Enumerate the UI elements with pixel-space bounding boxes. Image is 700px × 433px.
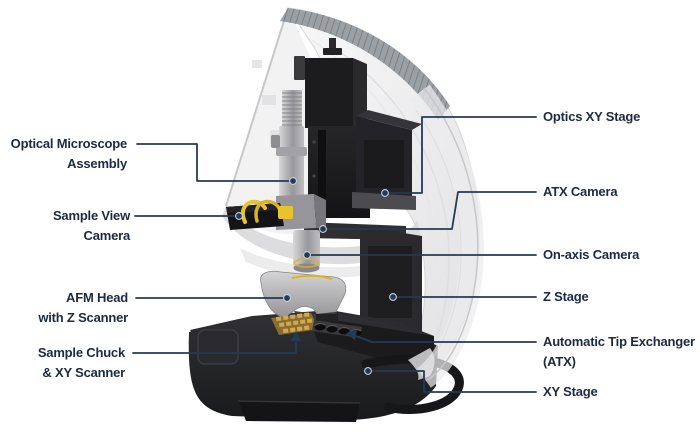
base-plinth	[238, 400, 360, 422]
yellow-connector	[278, 206, 293, 219]
base-plinth-edge	[237, 400, 361, 404]
optical-microscope	[271, 90, 326, 230]
base-part	[188, 310, 438, 422]
on-axis-camera-ring	[293, 258, 320, 268]
cover-right-striation	[415, 109, 462, 373]
afm-probe	[316, 314, 338, 322]
dot-z-stage	[389, 293, 397, 301]
optics-under-shelf	[352, 192, 416, 210]
label-afm-head-with-z-scanner: AFM Head with Z Scanner	[38, 290, 128, 325]
dot-on-axis-camera	[303, 251, 311, 259]
dot-afm-head	[283, 294, 291, 302]
dot-sample-view-camera	[235, 212, 243, 220]
dot-optics-xy-stage	[381, 189, 389, 197]
label-atx-camera: ATX Camera	[543, 184, 618, 199]
tower-knob-cap	[323, 48, 342, 55]
tower-knob-stem	[329, 38, 336, 52]
label-automatic-tip-exchanger: Automatic Tip Exchanger (ATX)	[543, 334, 695, 369]
label-xy-stage: XY Stage	[543, 384, 598, 399]
dot-optical-microscope-assembly	[289, 177, 297, 185]
tower-top-block-side	[353, 58, 367, 130]
sample-chuck-part	[271, 312, 319, 335]
cover-ghost-details	[252, 60, 288, 144]
tower-left-nub	[294, 56, 305, 80]
afm-head-yellow-arc	[291, 274, 333, 280]
microscope-nub	[271, 135, 280, 148]
arrow-automatic-tip-exchanger	[346, 330, 357, 340]
leader-optical-microscope-assembly	[136, 143, 291, 182]
z-stage-panel	[368, 246, 412, 318]
cover-right-outer-edge	[423, 87, 479, 382]
sample-view-camera-top	[226, 203, 282, 213]
leader-atx-camera	[325, 191, 537, 230]
sample-view-camera-part	[226, 199, 293, 230]
arrow-sample-chuck	[291, 331, 301, 341]
cover-bottom-tip	[408, 348, 435, 380]
optics-tower	[294, 38, 422, 240]
chuck-pads	[275, 312, 313, 333]
label-optics-xy-stage: Optics XY Stage	[543, 109, 641, 124]
microscope-mount-block	[276, 194, 316, 230]
label-on-axis-camera: On-axis Camera	[543, 247, 640, 262]
dot-xy-stage	[364, 367, 372, 375]
label-sample-chuck-xy-scanner: Sample Chuck & XY Scanner	[37, 345, 125, 380]
handle-part	[361, 354, 464, 414]
label-z-stage: Z Stage	[543, 289, 589, 304]
leader-lines	[132, 116, 537, 393]
z-stage-part	[360, 226, 422, 332]
yellow-cable-2	[254, 199, 282, 223]
optics-xy-stage-bevel	[356, 110, 422, 130]
microscope-collar	[276, 147, 307, 156]
on-axis-camera-tube	[293, 230, 320, 268]
leader-automatic-tip-exchanger	[355, 335, 537, 343]
on-axis-camera-part	[293, 230, 320, 273]
leader-xy-stage	[370, 370, 537, 393]
leader-sample-chuck	[132, 339, 297, 354]
label-optical-microscope-assembly: Optical Microscope Assembly	[10, 136, 128, 171]
tower-mid-groove	[318, 130, 326, 212]
label-sample-view-camera: Sample View Camera	[52, 208, 130, 243]
dot-atx-camera	[319, 225, 327, 233]
afm-head-body	[260, 270, 347, 318]
cover-left-edge	[225, 7, 289, 207]
yellow-cable-1	[240, 199, 267, 224]
optics-xy-stage-panel	[364, 140, 404, 188]
tower-top-block	[305, 58, 353, 128]
cover-right-band	[410, 84, 484, 388]
leader-optics-xy-stage	[387, 116, 537, 194]
cover-streak-1	[329, 44, 450, 341]
microscope-mount-side	[314, 194, 326, 228]
cover-front-right	[408, 84, 484, 388]
base-left-panel	[197, 329, 239, 365]
microscope-body	[279, 126, 304, 198]
cover-front-rim-lower	[240, 248, 392, 278]
microscope-threads	[282, 90, 302, 128]
